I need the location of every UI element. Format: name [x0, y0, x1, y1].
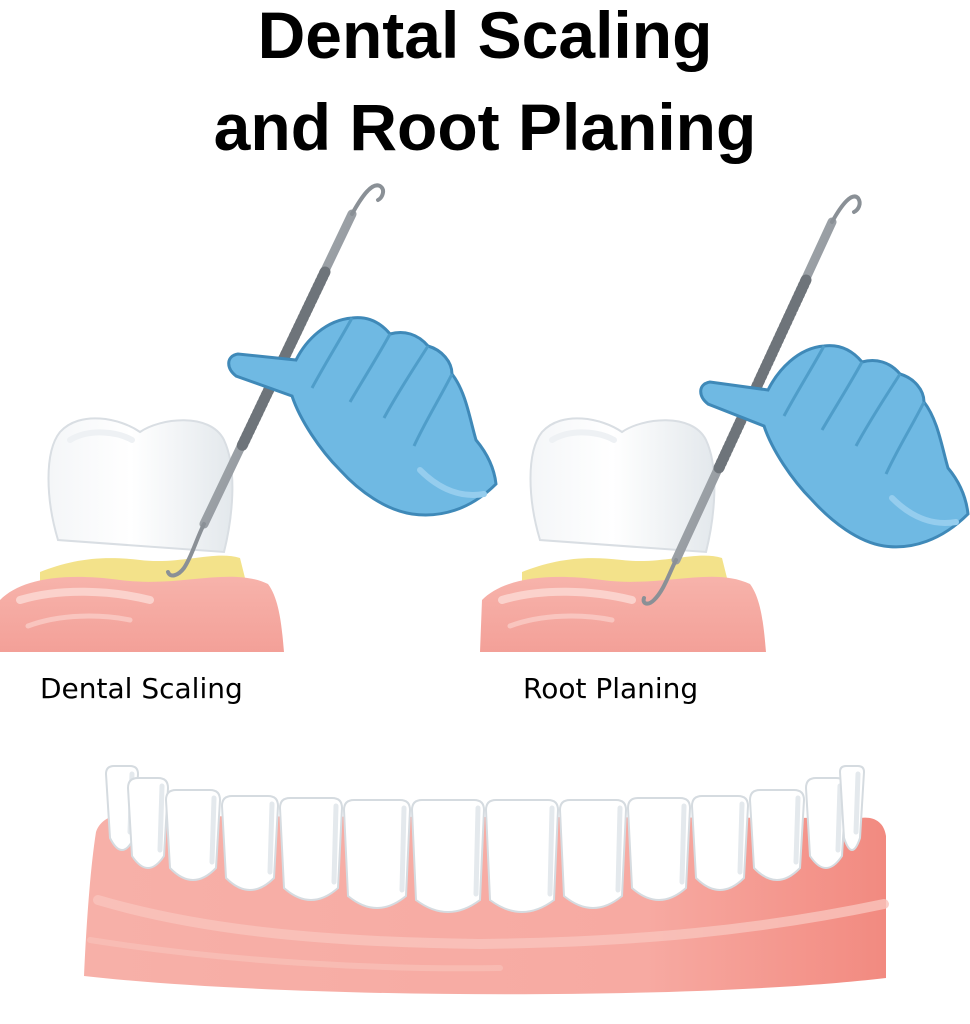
planing-panel [480, 194, 970, 652]
lower-jaw-illustration [84, 765, 889, 995]
jaw-tooth [164, 789, 222, 881]
caption-root-planing: Root Planing [523, 672, 699, 705]
jaw-tooth [220, 795, 280, 891]
jaw-teeth [104, 765, 866, 913]
jaw-tooth [690, 795, 750, 891]
jaw-tooth [342, 799, 412, 909]
jaw-tooth [410, 799, 486, 913]
jaw-tooth [484, 799, 560, 913]
gum [0, 576, 284, 652]
jaw-tooth-shading [737, 801, 745, 875]
jaw-tooth-shading [473, 805, 481, 897]
jaw-tooth [748, 789, 806, 881]
title-line-1: Dental Scaling [257, 0, 713, 72]
jaw-tooth-shading [679, 803, 687, 885]
jaw-tooth-shading [853, 771, 861, 835]
jaw-tooth-shading [547, 805, 555, 897]
jaw-tooth [558, 799, 628, 909]
gum [480, 576, 766, 652]
jaw-tooth [838, 765, 866, 851]
jaw-tooth-shading [615, 805, 623, 893]
jaw-tooth-shading [209, 795, 217, 865]
caption-dental-scaling: Dental Scaling [40, 672, 243, 705]
jaw-tooth-shading [793, 795, 801, 865]
jaw-tooth [278, 797, 344, 901]
jaw-tooth-shading [157, 783, 165, 853]
gloved-hand-icon [699, 344, 970, 549]
title-line-2: and Root Planing [213, 90, 757, 164]
scaling-panel [0, 183, 498, 652]
jaw-tooth-shading [399, 805, 407, 893]
jaw-tooth-shading [331, 803, 339, 885]
jaw-tooth-shading [267, 801, 275, 875]
gloved-hand-icon [227, 316, 498, 517]
jaw-tooth-shading [835, 783, 843, 853]
jaw-tooth [626, 797, 692, 901]
tooth [47, 417, 234, 554]
